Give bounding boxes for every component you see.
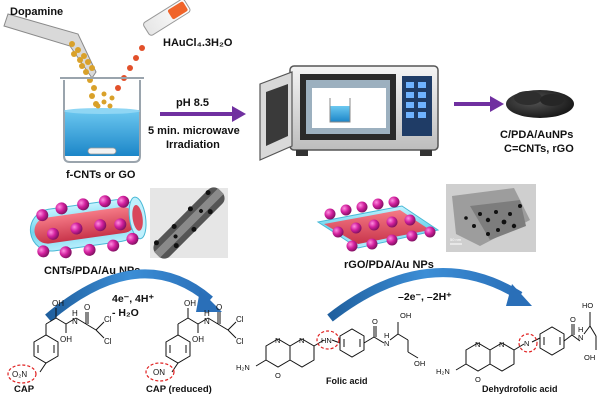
dehydro-o-2: O (570, 315, 576, 324)
dehydro-h2n: H₂N (436, 367, 450, 376)
dehydro-n-2: N (499, 340, 504, 349)
microwave-label-line1: 5 min. microwave (148, 125, 240, 137)
folic-o: O (275, 371, 281, 380)
left-arrow-label-2: - H₂O (112, 307, 139, 319)
cap-o: O (84, 303, 90, 312)
capr-o: O (216, 303, 222, 312)
folic-o-2: O (372, 317, 378, 326)
capr-n: N (204, 317, 210, 326)
capr-oh-2: OH (192, 335, 204, 344)
dehydro-n-amide: N (578, 333, 583, 342)
ph-label: pH 8.5 (176, 97, 209, 109)
arrow-to-product (454, 96, 504, 112)
dehydro-oh-top: HO (582, 301, 593, 310)
capr-cl-1: Cl (236, 315, 244, 324)
folic-h: H (384, 331, 389, 340)
cnts-pda-au-tube-illustration (29, 195, 147, 259)
cap-no2: O₂N (12, 370, 27, 379)
folic-n-2: N (299, 336, 304, 345)
cap-label: CAP (14, 384, 35, 395)
dehydro-o: O (475, 375, 481, 384)
cap-nitro-highlight (7, 364, 37, 384)
cap-cl-1: Cl (104, 315, 112, 324)
dehydro-n-imine: N (524, 339, 529, 348)
cap-h: H (72, 309, 78, 318)
cap-reduced-label: CAP (reduced) (146, 384, 212, 395)
microwave-oven-icon (259, 65, 439, 161)
dopamine-spatula-icon (3, 13, 101, 115)
folic-hn-highlight (316, 330, 340, 350)
curved-arrow-right (327, 268, 532, 322)
capr-cl-2: Cl (236, 337, 244, 346)
dehydro-n-highlight (518, 333, 538, 353)
dehydrofolic-acid-label: Dehydrofolic acid (482, 384, 558, 394)
dopamine-label: Dopamine (10, 6, 63, 18)
curved-arrow-left (45, 269, 222, 322)
microwave-label-line2: Irradiation (166, 139, 220, 151)
cap-reduced-nitroso-highlight (145, 362, 175, 382)
folic-acid-structure (255, 322, 419, 368)
cap-n: N (72, 317, 78, 326)
scale-bar-label: 50 nm (450, 237, 462, 242)
cap-structure (33, 308, 105, 373)
capr-on: ON (153, 368, 165, 377)
rgo-pda-au-sheet-illustration (316, 196, 440, 252)
folic-n-amide: N (384, 339, 389, 348)
folic-oh-top: OH (400, 311, 411, 320)
folic-oh-bottom: OH (414, 359, 425, 368)
capr-oh: OH (184, 299, 196, 308)
folic-hn: HN (321, 336, 332, 345)
folic-h2n: H₂N (236, 363, 250, 372)
cap-oh-2: OH (60, 335, 72, 344)
product-label-line1: C/PDA/AuNPs (500, 129, 573, 141)
cnts-tem-image (150, 187, 228, 259)
cap-cl-2: Cl (104, 337, 112, 346)
folic-n-1: N (275, 336, 280, 345)
rgo-tem-image: 50 nm (446, 184, 536, 252)
dehydro-n-1: N (475, 340, 480, 349)
dehydro-oh-bottom: OH (584, 353, 595, 362)
dehydro-h: H (578, 325, 583, 334)
fcnts-go-label: f-CNTs or GO (66, 169, 136, 181)
haucl4-test-tube-icon (115, 0, 191, 91)
product-label-line2: C=CNTs, rGO (504, 143, 574, 155)
left-arrow-label-1: 4e⁻, 4H⁺ (112, 293, 154, 305)
cap-reduced-structure (165, 308, 237, 373)
folic-acid-label: Folic acid (326, 376, 368, 386)
haucl4-label: HAuCl₄.3H₂O (163, 37, 233, 49)
right-arrow-label: –2e⁻, –2H⁺ (398, 291, 452, 303)
arrow-to-microwave (160, 106, 246, 122)
beaker-icon (60, 77, 144, 163)
powder-product-icon (506, 90, 574, 118)
rgo-pda-au-label: rGO/PDA/Au NPs (344, 259, 434, 271)
capr-h: H (204, 309, 210, 318)
cap-oh: OH (52, 299, 64, 308)
dehydrofolic-acid-structure (455, 312, 597, 372)
